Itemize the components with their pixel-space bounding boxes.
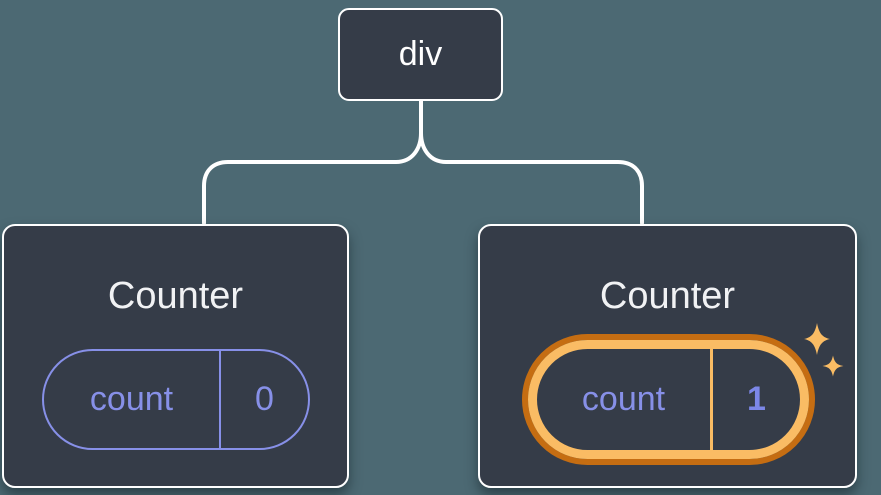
state-name: count <box>581 380 666 418</box>
counter-title: Counter <box>107 275 244 317</box>
state-name-segment: count <box>537 349 710 450</box>
sparkle-small <box>822 355 844 377</box>
counter-card-right: Counter count 1 <box>478 224 857 488</box>
pill-divider <box>219 351 221 448</box>
sparkles-icon <box>804 323 844 377</box>
pill-divider <box>710 349 713 450</box>
state-pill: count 0 <box>42 349 310 450</box>
state-value-segment: 1 <box>713 349 800 450</box>
state-pill-highlight-ring: count 1 <box>522 334 815 465</box>
counter-title: Counter <box>599 275 736 317</box>
state-value: 0 <box>255 380 274 418</box>
root-node-label: div <box>398 35 443 73</box>
state-pill-highlighted: count 1 <box>528 340 809 459</box>
counter-card-left: Counter count 0 <box>2 224 349 488</box>
state-value: 1 <box>747 380 766 418</box>
state-name-segment: count <box>44 351 219 448</box>
sparkle-large <box>804 323 830 355</box>
state-value-segment: 0 <box>221 351 308 448</box>
state-name: count <box>89 380 174 418</box>
root-node-div: div <box>338 8 503 101</box>
